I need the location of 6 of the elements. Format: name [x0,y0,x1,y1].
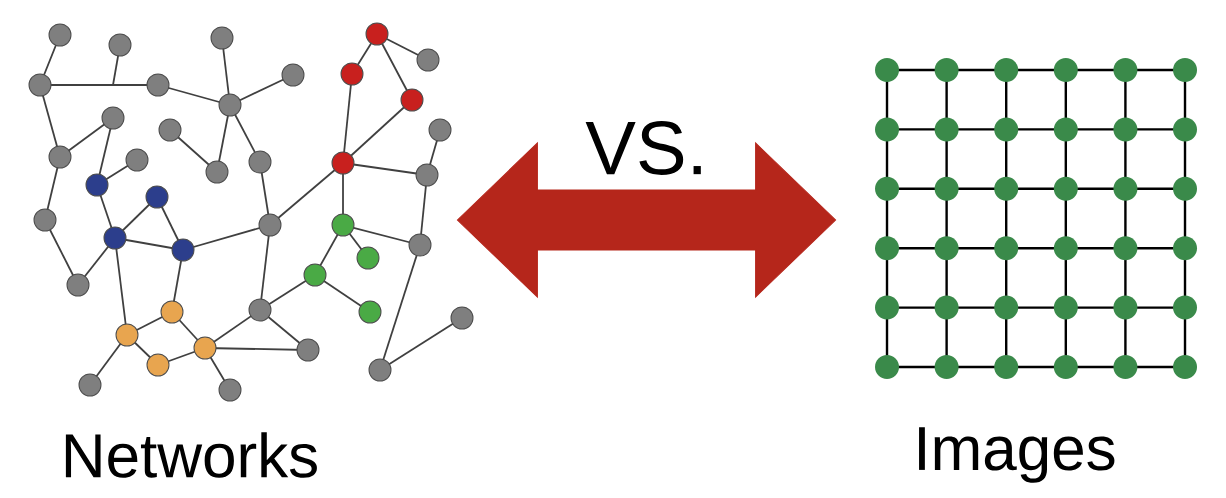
node-label: Networks [65,432,317,478]
grid-drawing [875,58,1197,379]
node-label: Images [919,427,1115,483]
network-drawing [28,22,474,402]
edge-label: VS. [585,121,701,175]
double-arrow [456,142,837,298]
